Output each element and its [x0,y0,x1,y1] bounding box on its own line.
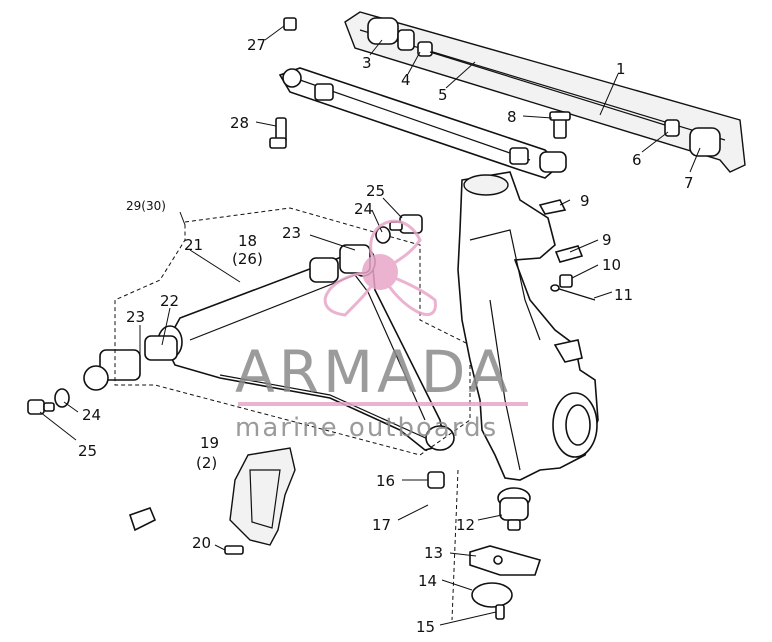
callout-9-upper: 9 [580,192,590,210]
callout-19: 19 [200,434,219,452]
tie-rod-upper [344,11,746,173]
callout-6: 6 [632,151,642,169]
nut-10 [559,274,573,288]
callout-29: 29(30) [126,199,166,213]
callout-18: 18 [238,232,257,250]
leader-lines [39,25,701,626]
callout-13: 13 [424,544,443,562]
callout-15: 15 [416,618,435,636]
callout-19-qty: (2) [196,454,217,472]
callout-16: 16 [376,472,395,490]
callout-24-left: 24 [82,406,101,424]
watermark: ARMADA marine outboards [235,219,528,443]
callout-10: 10 [602,256,621,274]
callout-17: 17 [372,516,391,534]
callout-3: 3 [362,54,372,72]
bolt-20 [224,545,244,555]
callout-9-lower: 9 [602,231,612,249]
propeller-logo [323,219,437,317]
callout-23-right: 23 [282,224,301,242]
callout-7: 7 [684,174,694,192]
watermark-brand: ARMADA [235,338,512,406]
callout-8: 8 [507,108,517,126]
callout-20: 20 [192,534,211,552]
watermark-tagline: marine outboards [235,413,498,443]
ball-joint-12 [497,487,531,531]
callout-24-right: 24 [354,200,373,218]
plate-13 [469,545,542,576]
bolt-15 [495,604,505,620]
callout-28: 28 [230,114,249,132]
cover-14 [471,582,513,608]
nut-16 [427,471,445,489]
callout-25-left: 25 [78,442,97,460]
callout-21: 21 [184,236,203,254]
shim-9-upper [538,199,567,215]
callout-14: 14 [418,572,437,590]
callout-23-left: 23 [126,308,145,326]
callout-18-alt: (26) [232,250,263,268]
bolt-25-right [389,214,423,234]
callout-22: 22 [160,292,179,310]
clip-small [128,506,157,532]
washer-24-right [375,226,391,244]
callout-11: 11 [614,286,633,304]
bolt-8 [549,111,571,139]
callout-4: 4 [401,71,411,89]
assembly-outline [114,207,471,456]
lower-control-arm [83,244,455,451]
callout-labels: 1 3 4 5 6 7 8 9 9 10 11 12 13 14 15 16 1… [78,36,694,636]
tie-rod-lower [278,67,567,179]
bolt-25-left [27,399,55,415]
nut-27 [283,17,297,31]
callout-27: 27 [247,36,266,54]
bolt-28 [269,117,287,149]
shield-19 [229,447,296,546]
callout-12: 12 [456,516,475,534]
callout-1: 1 [616,60,626,78]
callout-25-right: 25 [366,182,385,200]
callout-5: 5 [438,86,448,104]
cotter-pin-11 [550,284,596,301]
ball-joint-axis [451,469,459,621]
